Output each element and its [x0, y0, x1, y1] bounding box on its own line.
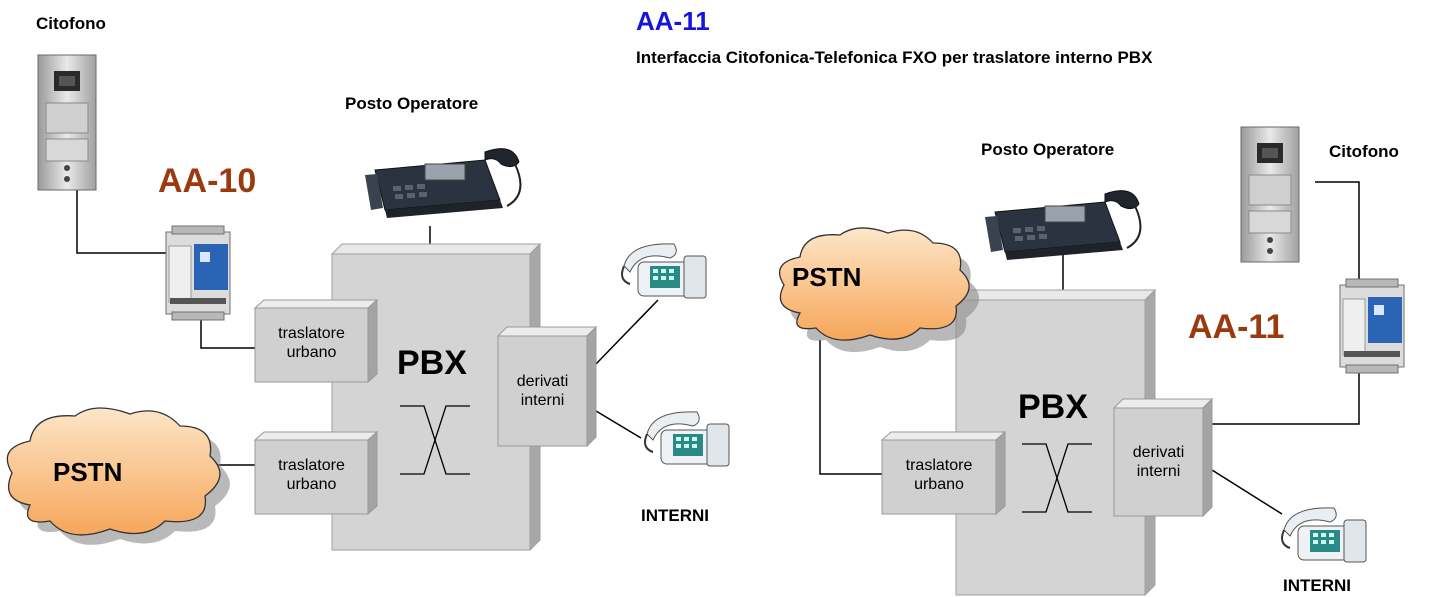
pbx-label: PBX [1018, 388, 1088, 426]
trunk-box-top [253, 298, 379, 384]
pbx-box [330, 242, 542, 552]
din-rail-module-icon [1339, 278, 1405, 374]
cloud-icon [779, 227, 980, 353]
trunk-label: traslatore urbano [882, 456, 996, 494]
extensions-box [1112, 397, 1214, 518]
right-connections [819, 181, 1360, 515]
trunk-bottom-line-2: urbano [286, 476, 337, 493]
trunk-box [880, 430, 1007, 516]
intercom-panel-icon [37, 54, 97, 191]
extensions-box [496, 325, 598, 448]
din-rail-module-icon [165, 225, 231, 321]
pbx-label: PBX [397, 344, 467, 382]
device-label-aa11: AA-11 [1188, 308, 1285, 346]
switch-symbol-icon [1022, 443, 1092, 513]
page-title: AA-11 [636, 6, 710, 36]
trunk-line-1: traslatore [905, 457, 973, 474]
trunk-top-label: traslatore urbano [255, 324, 368, 362]
extensions-line-2: interni [1136, 463, 1181, 480]
page-subtitle: Interfaccia Citofonica-Telefonica FXO pe… [636, 48, 1153, 67]
extensions-label: derivati interni [1114, 443, 1203, 481]
extensions-line-2: interni [520, 392, 565, 409]
trunk-line-2: urbano [914, 476, 964, 493]
telephone-icon [621, 242, 707, 299]
operator-console-icon [364, 147, 522, 219]
trunk-bottom-label: traslatore urbano [255, 456, 368, 494]
extensions-line-1: derivati [1132, 444, 1185, 461]
interni-label: INTERNI [1283, 576, 1351, 595]
trunk-top-line-2: urbano [286, 344, 337, 361]
operator-console-icon [984, 189, 1142, 261]
trunk-box-bottom [253, 430, 379, 516]
extensions-line-1: derivati [516, 373, 569, 390]
operator-label: Posto Operatore [981, 140, 1115, 159]
cloud-icon [6, 407, 230, 545]
operator-label: Posto Operatore [345, 94, 479, 113]
pbx-box [954, 288, 1157, 597]
citofono-label: Citofono [36, 14, 106, 33]
interni-label: INTERNI [641, 506, 709, 525]
trunk-bottom-line-1: traslatore [278, 457, 345, 474]
pstn-label: PSTN [792, 262, 862, 292]
telephone-icon [1281, 506, 1367, 563]
telephone-icon [644, 410, 730, 467]
device-label-aa10: AA-10 [158, 162, 257, 200]
extensions-label: derivati interni [498, 372, 587, 410]
citofono-label: Citofono [1329, 142, 1399, 161]
pstn-label: PSTN [53, 457, 123, 487]
switch-symbol-icon [400, 405, 470, 475]
intercom-panel-icon [1240, 126, 1300, 263]
trunk-top-line-1: traslatore [278, 325, 345, 342]
